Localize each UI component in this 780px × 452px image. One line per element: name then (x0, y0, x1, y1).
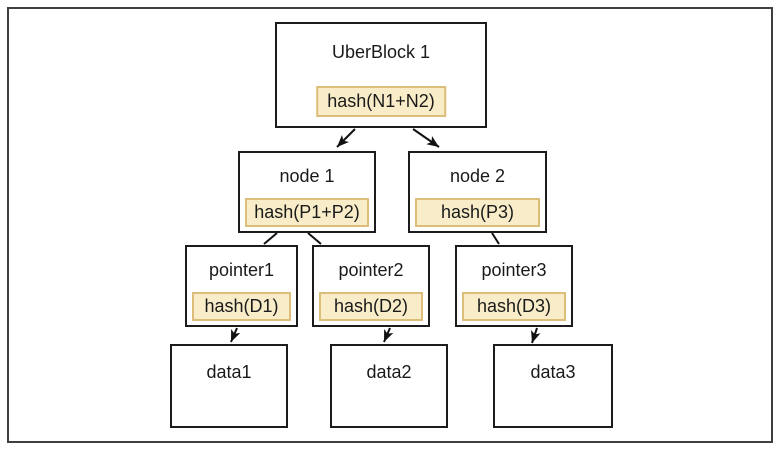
node2-box: node 2 hash(P3) (408, 151, 547, 233)
pointer1-box: pointer1 hash(D1) (185, 245, 298, 327)
pointer1-label: pointer1 (208, 260, 275, 280)
node2-label: node 2 (449, 166, 506, 186)
node1-hash-chip: hash(P1+P2) (245, 198, 369, 227)
uberblock-hash-chip: hash(N1+N2) (316, 86, 446, 117)
pointer3-box: pointer3 hash(D3) (455, 245, 573, 327)
data2-box: data2 (330, 344, 448, 428)
pointer2-hash-chip: hash(D2) (319, 292, 423, 321)
node2-hash-chip: hash(P3) (415, 198, 540, 227)
pointer2-label: pointer2 (338, 260, 404, 280)
node1-label: node 1 (279, 166, 335, 186)
data2-label: data2 (366, 362, 412, 382)
uberblock-box: UberBlock 1 hash(N1+N2) (275, 22, 487, 128)
data1-box: data1 (170, 344, 288, 428)
pointer3-hash-chip: hash(D3) (462, 292, 566, 321)
pointer2-box: pointer2 hash(D2) (312, 245, 430, 327)
data1-label: data1 (206, 362, 252, 382)
data3-label: data3 (530, 362, 576, 382)
node1-box: node 1 hash(P1+P2) (238, 151, 376, 233)
pointer3-label: pointer3 (481, 260, 547, 280)
data3-box: data3 (493, 344, 613, 428)
pointer1-hash-chip: hash(D1) (192, 292, 291, 321)
diagram-outer-frame (7, 7, 773, 443)
uberblock-label: UberBlock 1 (331, 42, 431, 62)
